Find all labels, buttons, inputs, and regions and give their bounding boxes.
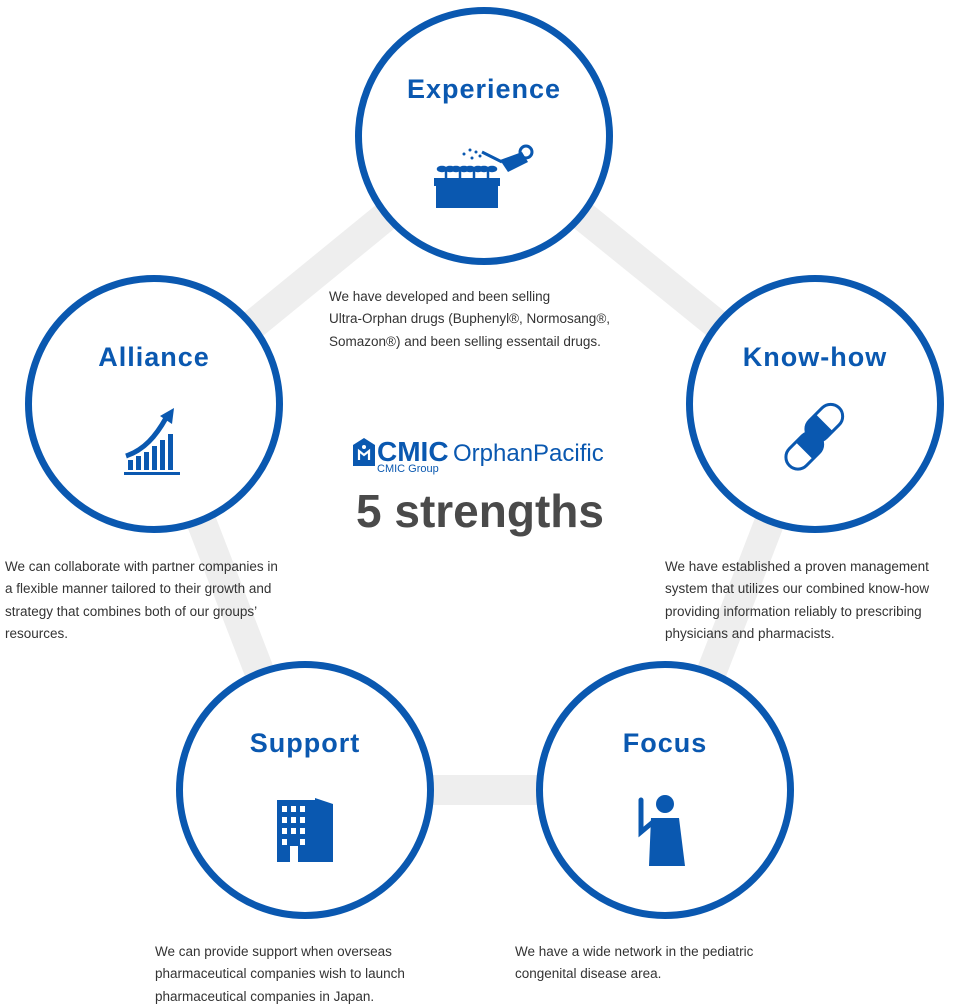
diagram-title: 5 strengths — [356, 485, 604, 537]
strength-know-how-description: We have established a proven management … — [665, 556, 929, 646]
strength-experience-title: Experience — [406, 74, 562, 104]
capsules-icon — [783, 400, 847, 479]
strength-focus-circle: Focus — [536, 661, 794, 919]
description-line: providing information reliably to prescr… — [665, 603, 922, 619]
description-line: physicians and pharmacists. — [665, 626, 835, 642]
building-icon — [273, 794, 337, 869]
strength-alliance-circle: Alliance — [25, 275, 283, 533]
strength-alliance-title: Alliance — [98, 342, 210, 372]
strength-alliance-description: We can collaborate with partner companie… — [5, 556, 278, 646]
brand-group-text: CMIC Group — [377, 463, 439, 475]
person-pointing-icon — [637, 792, 693, 873]
brand-logo: CMIC CMIC Group OrphanPacific — [353, 436, 633, 480]
description-line: system that utilizes our combined know-h… — [665, 581, 930, 597]
strength-experience-circle: Experience — [355, 7, 613, 265]
brand-mark-icon — [353, 438, 375, 466]
description-line: strategy that combines both of our group… — [5, 603, 258, 619]
strength-focus-description: We have a wide network in the pediatric … — [515, 941, 753, 986]
strength-support-title: Support — [249, 728, 361, 758]
description-line: pharmaceutical companies wish to launch — [155, 966, 405, 982]
strength-know-how-title: Know-how — [742, 342, 888, 372]
description-line: a flexible manner tailored to their grow… — [5, 581, 272, 597]
description-line: pharmaceutical companies in Japan. — [155, 988, 375, 1004]
brand-orphanpacific-text: OrphanPacific — [453, 440, 604, 467]
description-line: We have a wide network in the pediatric — [515, 944, 754, 959]
strength-experience-description: We have developed and been selling Ultra… — [329, 286, 610, 353]
description-line: We can collaborate with partner companie… — [5, 559, 278, 574]
description-line: Ultra-Orphan drugs (Buphenyl®, Normosang… — [329, 311, 611, 327]
description-line: We can provide support when overseas — [155, 944, 392, 959]
description-line: congenital disease area. — [515, 966, 662, 982]
description-line: resources. — [5, 626, 69, 642]
strength-know-how-circle: Know-how — [686, 275, 944, 533]
watering-can-icon — [434, 132, 534, 217]
strength-support-description: We can provide support when overseas pha… — [155, 941, 405, 1008]
brand-cmic-text: CMIC — [377, 436, 449, 467]
growth-chart-icon — [122, 406, 186, 483]
description-line: Somazon®) and been selling essentail dru… — [329, 333, 601, 349]
description-line: We have developed and been selling — [329, 289, 551, 304]
strength-support-circle: Support — [176, 661, 434, 919]
strength-focus-title: Focus — [622, 728, 708, 758]
description-line: We have established a proven management — [665, 559, 929, 574]
